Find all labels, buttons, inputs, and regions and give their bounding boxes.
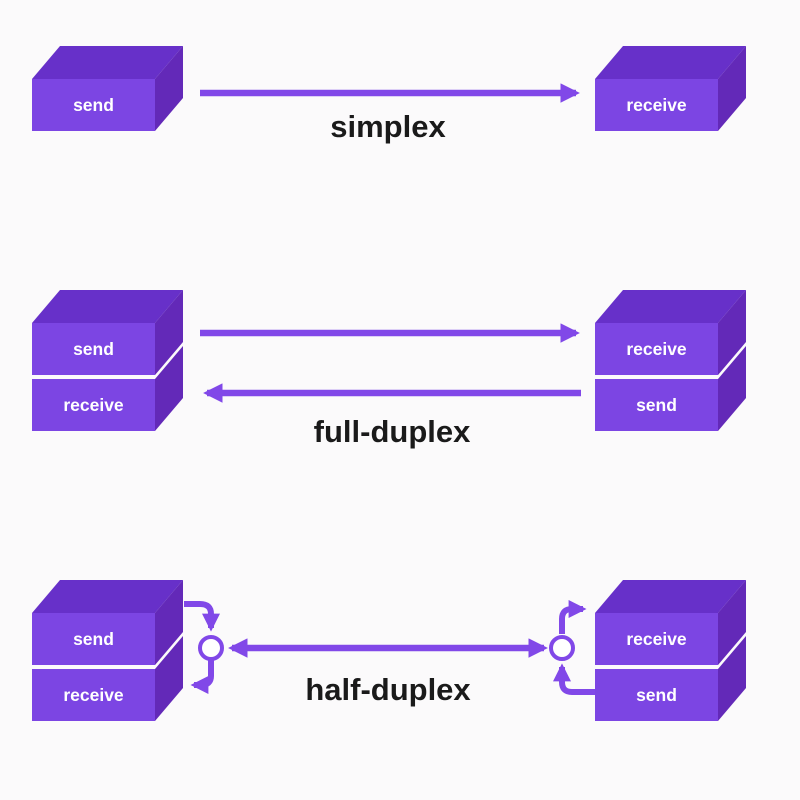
box-front-face <box>595 79 718 131</box>
right-receive-box: receive <box>595 580 746 665</box>
box-label-receive: receive <box>63 395 124 415</box>
box-top-face <box>32 290 183 323</box>
box-front-face <box>32 669 155 721</box>
half-duplex-section: send receive receive <box>32 580 746 721</box>
full-duplex-right-stack: receive send <box>595 290 746 431</box>
half-duplex-label: half-duplex <box>305 672 471 707</box>
box-top-face <box>595 580 746 613</box>
box-top-face <box>32 580 183 613</box>
box-label-send: send <box>636 395 677 415</box>
simplex-receiver-box: receive <box>595 46 746 131</box>
box-front-face <box>32 379 155 431</box>
box-side-face <box>155 346 183 431</box>
box-label-receive: receive <box>626 339 687 359</box>
right-send-box: send <box>595 346 746 431</box>
box-side-face <box>718 580 746 665</box>
box-label-send: send <box>73 339 114 359</box>
box-side-face <box>718 46 746 131</box>
box-label-receive: receive <box>626 95 687 115</box>
full-duplex-left-stack: send receive <box>32 290 183 431</box>
left-receive-box: receive <box>32 636 183 721</box>
left-send-box: send <box>32 580 183 665</box>
box-front-face <box>32 79 155 131</box>
box-label-send: send <box>73 95 114 115</box>
box-top-face <box>595 290 746 323</box>
box-front-face <box>32 323 155 375</box>
box-side-face <box>155 580 183 665</box>
box-front-face <box>595 613 718 665</box>
box-label-receive: receive <box>626 629 687 649</box>
box-side-face <box>155 636 183 721</box>
box-front-face <box>595 323 718 375</box>
box-side-face <box>155 290 183 375</box>
full-duplex-section: send receive receive send <box>32 290 746 449</box>
box-side-face <box>155 46 183 131</box>
left-switch-to-receive-connector <box>190 659 214 694</box>
half-duplex-left-stack: send receive <box>32 580 183 721</box>
full-duplex-label: full-duplex <box>314 414 471 449</box>
half-duplex-right-stack: receive send <box>595 580 746 721</box>
simplex-section: send receive simplex <box>32 46 746 144</box>
right-send-to-switch-connector <box>553 663 595 695</box>
simplex-sender-box: send <box>32 46 183 131</box>
box-label-send: send <box>73 629 114 649</box>
right-send-box: send <box>595 636 746 721</box>
left-send-box: send <box>32 290 183 375</box>
box-front-face <box>32 613 155 665</box>
box-front-face <box>595 669 718 721</box>
box-front-face <box>595 379 718 431</box>
right-switch-circle <box>549 635 575 661</box>
box-side-face <box>718 346 746 431</box>
box-side-face <box>718 636 746 721</box>
left-switch-circle <box>198 635 224 661</box>
right-receive-box: receive <box>595 290 746 375</box>
box-top-face <box>595 46 746 79</box>
box-label-receive: receive <box>63 685 124 705</box>
left-send-to-switch-connector <box>184 601 220 632</box>
simplex-label: simplex <box>330 109 446 144</box>
left-receive-box: receive <box>32 346 183 431</box>
box-label-send: send <box>636 685 677 705</box>
box-top-face <box>32 46 183 79</box>
right-switch-to-receive-connector <box>559 600 587 634</box>
box-side-face <box>718 290 746 375</box>
